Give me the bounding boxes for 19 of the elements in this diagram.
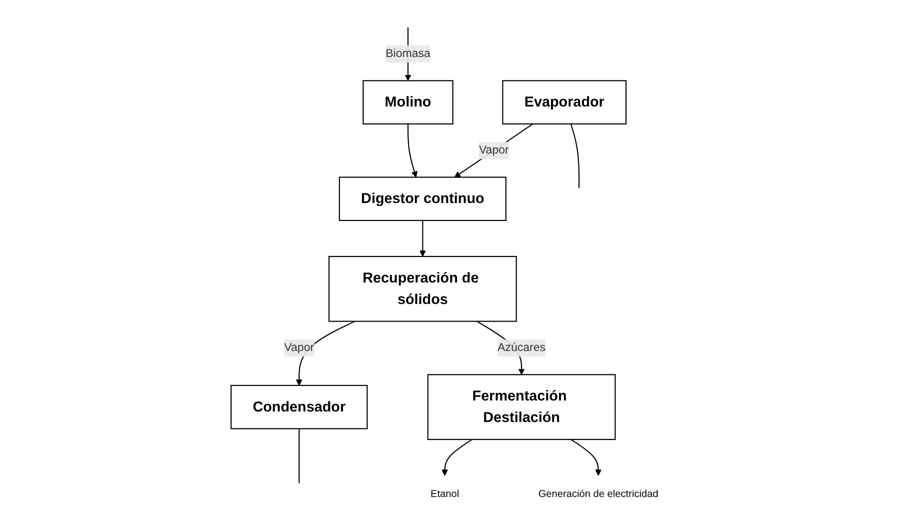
node-box: Evaporador: [502, 80, 626, 124]
arrow: [406, 124, 417, 178]
arrow: [419, 220, 426, 257]
arrow: [441, 439, 472, 476]
arrow: [454, 123, 533, 178]
edge-label: Azúcares: [497, 341, 546, 354]
edge-label: Biomasa: [385, 48, 430, 60]
node-box: Molino: [362, 80, 453, 124]
node-box: Digestor continuo: [338, 176, 506, 221]
edge-label: Vapor: [284, 341, 314, 354]
connector: [298, 428, 300, 484]
node-text: Generación de electricidad: [538, 488, 658, 500]
node-text: Etanol: [430, 488, 459, 500]
connector: [570, 124, 580, 188]
node-box: Fermentación Destilación: [426, 374, 616, 440]
arrow: [570, 439, 601, 476]
node-box: Condensador: [230, 384, 368, 430]
node-box: Recuperación de sólidos: [328, 256, 516, 322]
edge-label: Vapor: [478, 144, 508, 156]
